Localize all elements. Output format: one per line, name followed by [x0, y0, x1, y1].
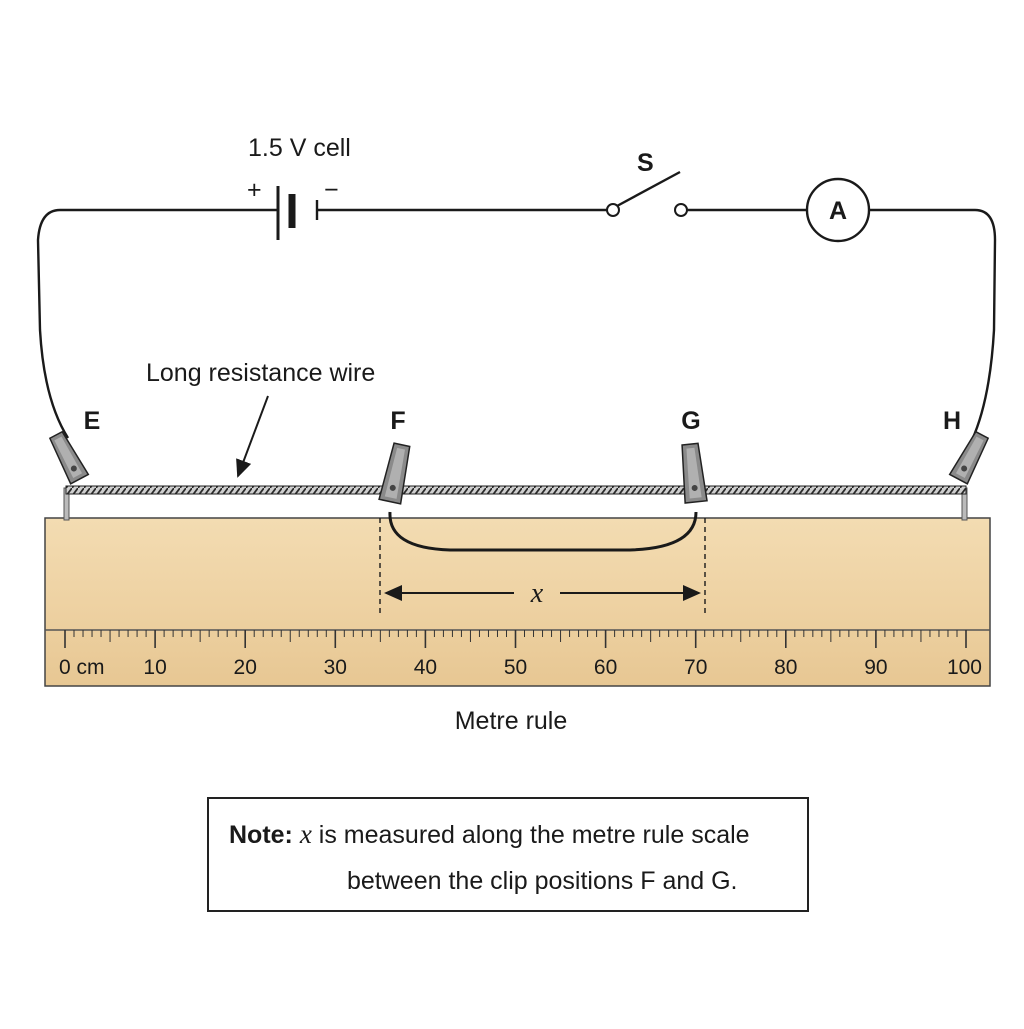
- rule-tick-label: 20: [234, 656, 257, 679]
- rule-tick-label: 50: [504, 656, 527, 679]
- note-prefix: Note:: [229, 821, 293, 849]
- wire-right-lead: [870, 208, 997, 441]
- cell: 1.5 V cell + −: [247, 134, 351, 240]
- switch[interactable]: S: [606, 149, 688, 217]
- rule-tick-label: 100: [947, 656, 982, 679]
- switch-lever: [616, 170, 681, 208]
- x-symbol: x: [530, 578, 544, 609]
- cell-minus-sign: −: [324, 176, 339, 204]
- wire-label-pointer: [236, 395, 269, 478]
- rule-tick-label: 90: [864, 656, 887, 679]
- clip-F[interactable]: [378, 442, 413, 505]
- point-label-H: H: [943, 407, 961, 435]
- ammeter-label: A: [829, 197, 847, 225]
- rule-tick-label: 30: [324, 656, 347, 679]
- ammeter: A: [805, 177, 871, 243]
- resistance-wire: [65, 485, 967, 495]
- note-line-2: between the clip positions F and G.: [347, 867, 738, 896]
- rule-labels: 0 cm 10 20 30 40 50 60 70 80 90 100: [59, 656, 982, 679]
- cell-plus-sign: +: [247, 176, 262, 204]
- cell-label: 1.5 V cell: [248, 134, 351, 162]
- wire-left-lead: [36, 208, 277, 439]
- metre-rule: 0 cm 10 20 30 40 50 60 70 80 90 100 Metre rule: [44, 517, 991, 735]
- rule-board: [44, 517, 991, 687]
- rule-ticks: [64, 630, 967, 648]
- note-text-1: is measured along the metre rule scale: [318, 821, 750, 849]
- rule-tick-label: 40: [414, 656, 437, 679]
- switch-label: S: [637, 149, 654, 177]
- rule-tick-label: 10: [143, 656, 166, 679]
- rule-tick-label: 0 cm: [59, 656, 105, 679]
- note-symbol: x: [299, 819, 312, 849]
- note-text-2: between the clip positions F and G.: [347, 867, 738, 895]
- x-measurement: x: [379, 518, 706, 614]
- note-line-1: Note: x is measured along the metre rule…: [229, 819, 750, 850]
- ammeter-body: [805, 177, 871, 243]
- point-label-F: F: [390, 407, 405, 435]
- circuit-wire: [36, 208, 997, 441]
- clip-H[interactable]: [948, 430, 991, 485]
- point-label-G: G: [681, 407, 700, 435]
- rule-tick-label: 70: [684, 656, 707, 679]
- switch-contact-left: [606, 203, 620, 217]
- rule-tick-label: 80: [774, 656, 797, 679]
- clip-G[interactable]: [679, 442, 708, 504]
- note-box: Note: x is measured along the metre rule…: [207, 797, 809, 912]
- switch-contact-right: [674, 203, 688, 217]
- rule-title: Metre rule: [455, 707, 568, 735]
- wire-label: Long resistance wire: [146, 359, 375, 387]
- clip-E[interactable]: [47, 430, 90, 485]
- point-label-E: E: [84, 407, 101, 435]
- jumper-lead: [388, 511, 698, 552]
- rule-tick-label: 60: [594, 656, 617, 679]
